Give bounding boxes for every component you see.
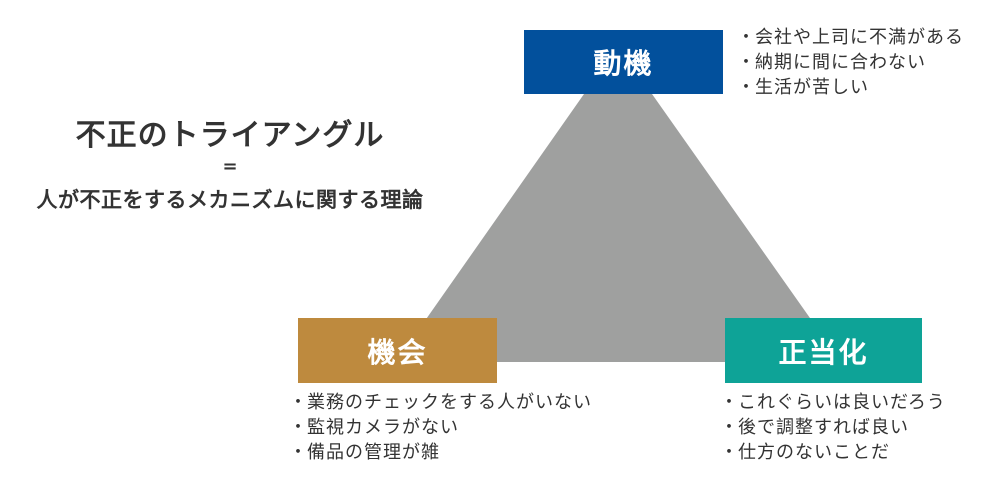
list-item: ・後で調整すれば良い (720, 417, 909, 438)
bullet-icon: ・ (289, 417, 308, 438)
opportunity-list: ・業務のチェックをする人がいない ・監視カメラがない ・備品の管理が雑 (289, 390, 592, 465)
rationalization-box: 正当化 (725, 318, 922, 383)
list-item: ・会社や上司に不満がある (737, 27, 964, 48)
list-item: ・仕方のないことだ (720, 442, 890, 463)
list-item: ・これぐらいは良いだろう (720, 392, 946, 413)
diagram-title: 不正のトライアングル (75, 118, 385, 153)
list-item: ・生活が苦しい (737, 77, 869, 98)
rationalization-label: 正当化 (778, 335, 869, 369)
rationalization-list: ・これぐらいは良いだろう ・後で調整すれば良い ・仕方のないことだ (720, 390, 946, 465)
equals-sign: = (222, 156, 238, 177)
list-item: ・業務のチェックをする人がいない (289, 392, 592, 413)
bullet-icon: ・ (737, 27, 756, 48)
diagram-subtitle: 人が不正をするメカニズムに関する理論 (36, 188, 424, 212)
bullet-icon: ・ (720, 392, 739, 413)
opportunity-box: 機会 (298, 318, 497, 383)
motive-label: 動機 (593, 47, 654, 80)
list-item: ・納期に間に合わない (737, 52, 926, 73)
bullet-icon: ・ (289, 442, 308, 463)
bullet-icon: ・ (720, 442, 739, 463)
bullet-icon: ・ (737, 77, 756, 98)
list-item: ・備品の管理が雑 (289, 442, 440, 463)
bullet-icon: ・ (737, 52, 756, 73)
motive-box: 動機 (524, 30, 723, 94)
bullet-icon: ・ (720, 417, 739, 438)
opportunity-label: 機会 (367, 335, 428, 369)
motive-list: ・会社や上司に不満がある ・納期に間に合わない ・生活が苦しい (737, 25, 964, 100)
bullet-icon: ・ (289, 392, 308, 413)
list-item: ・監視カメラがない (289, 417, 459, 438)
